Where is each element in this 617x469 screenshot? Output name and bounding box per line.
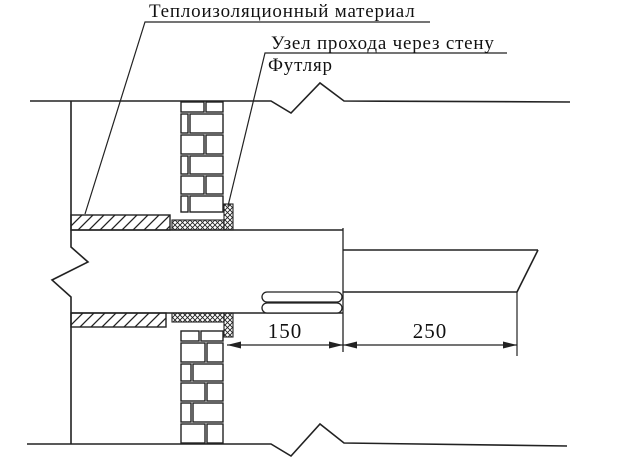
seal-flange-top — [223, 203, 234, 231]
brick-wall-upper — [180, 101, 224, 213]
lower-break-line — [27, 422, 568, 458]
wall-passage-label: Узел прохода через стену — [271, 33, 495, 54]
insulation-leader — [84, 21, 430, 215]
brick-wall-lower — [180, 330, 224, 444]
dimension-lines — [227, 292, 518, 356]
inner-pipe — [343, 249, 539, 293]
seal-band-top — [171, 219, 225, 231]
dimension-250: 250 — [412, 319, 448, 343]
left-boundary-with-break — [50, 101, 90, 444]
insulation-label: Теплоизоляционный материал — [149, 1, 416, 22]
dimension-150: 150 — [267, 319, 303, 343]
passage-leader — [227, 52, 507, 207]
structure-lines — [27, 81, 571, 458]
insulation-band-top — [70, 214, 171, 231]
seal-band-bottom — [171, 312, 225, 323]
insulation-bands — [70, 214, 171, 328]
casing-label: Футляр — [268, 55, 333, 76]
insulation-band-bottom — [70, 312, 167, 328]
packing-rings — [261, 291, 343, 314]
wall-seal — [171, 203, 234, 338]
upper-break-line — [30, 81, 571, 115]
leader-lines — [84, 21, 507, 215]
dimension-arrows — [227, 341, 517, 349]
